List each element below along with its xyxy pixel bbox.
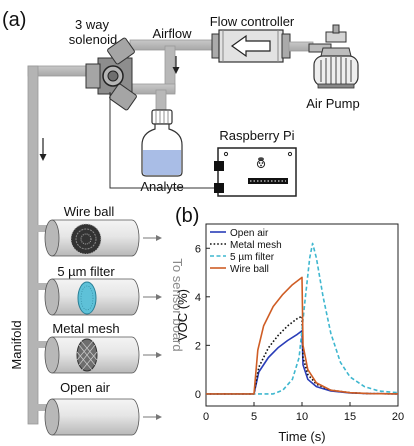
y-axis-label: VOC (%) [175,289,190,341]
filter-wire-ball [44,219,162,257]
voc-chart: 0 5 10 15 20 0 2 4 6 Time (s) VOC (%) Open air M… [175,223,404,444]
analyte-bottle-icon [141,109,183,177]
x-tick-label: 20 [392,411,404,423]
y-tick-label: 6 [195,243,201,255]
filter-label-5um: 5 µm filter [57,264,115,279]
x-tick-label: 15 [344,411,356,423]
legend-label-open-air: Open air [230,228,269,239]
y-tick-label: 0 [195,389,201,401]
filter-label-open-air: Open air [60,380,111,395]
legend-label-wire-ball: Wire ball [230,264,269,275]
series-line-wire-ball [206,276,399,395]
legend-label-metal-mesh: Metal mesh [230,240,282,251]
filter-metal-mesh [44,336,162,374]
filter-5um [44,278,162,316]
x-tick-label: 5 [251,411,257,423]
x-tick-label: 10 [296,411,308,423]
y-tick-label: 4 [195,292,201,304]
solenoid-valve-icon [85,37,137,111]
legend-label-5um-filter: 5 µm filter [230,252,275,263]
airflow-arrow [172,56,180,74]
solenoid-label-line2: solenoid [69,32,117,47]
raspberry-pi-board-icon [214,147,297,197]
series-line-5-m-filter [206,242,399,395]
manifold-label: Manifold [9,320,24,369]
legend: Open air Metal mesh 5 µm filter Wire bal… [210,228,282,275]
raspberry-pi-label: Raspberry Pi [219,128,294,143]
analyte-label: Analyte [140,179,183,194]
manifold-flow-arrow [39,138,47,161]
x-axis-label: Time (s) [278,429,325,444]
filter-label-metal-mesh: Metal mesh [52,321,119,336]
flow-controller-label: Flow controller [210,14,295,29]
filter-label-wire-ball: Wire ball [64,204,115,219]
air-pump-label: Air Pump [306,96,359,111]
filter-open-air [44,398,162,436]
flow-controller-icon [211,29,291,63]
x-tick-label: 0 [203,411,209,423]
sensor-board-label: To sensor board [170,258,185,351]
airflow-label: Airflow [152,26,192,41]
panel-a-label: (a) [2,9,26,31]
panel-b-label: (b) [175,205,199,227]
airflow-pipe [129,39,217,119]
solenoid-label-line1: 3 way [75,17,109,32]
air-pump-icon [308,24,359,89]
control-wire [109,92,222,189]
manifold-pipe [27,65,111,425]
y-tick-label: 2 [195,340,201,352]
